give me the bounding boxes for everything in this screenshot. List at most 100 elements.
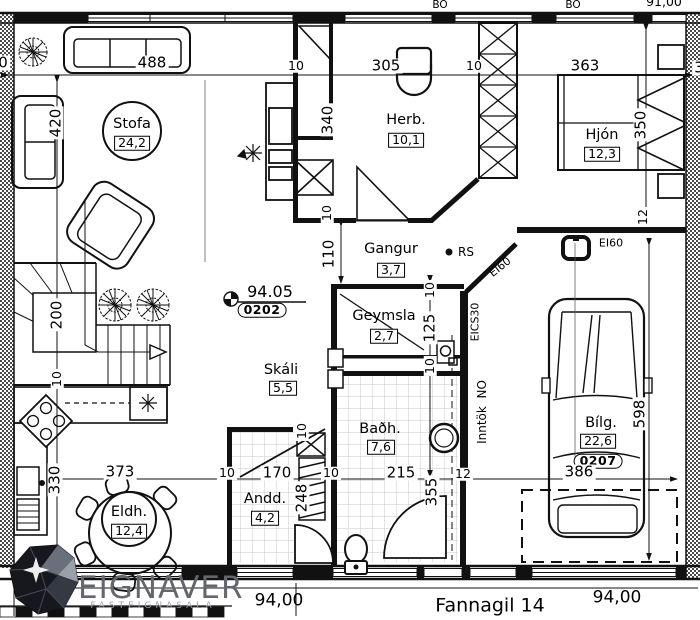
- room-area-stofa: 24,2: [114, 135, 150, 151]
- room-name-hjon: Hjón: [585, 126, 619, 143]
- mark-bo-1: BO: [432, 0, 448, 11]
- dim-10-1: 10: [286, 57, 306, 73]
- room-area-skali: 5,5: [269, 380, 297, 396]
- dim-10-7: 10: [293, 421, 309, 441]
- floor-elevation: 94.05: [247, 282, 293, 301]
- room-area-badh: 7,6: [367, 439, 395, 455]
- dining-table: [73, 474, 178, 593]
- unit-id-current: 0202: [237, 302, 287, 318]
- dim-305: 305: [369, 56, 403, 75]
- dim-200: 200: [47, 298, 66, 332]
- room-name-bilg: Bílg.: [585, 414, 617, 431]
- room-name-badh: Baðh.: [359, 420, 401, 437]
- nightstands: [657, 44, 685, 199]
- entry-door: [294, 524, 334, 564]
- agency-logo-gem: [9, 544, 79, 615]
- room-name-geymsla: Geymsla: [352, 307, 416, 324]
- room-name-andd: Andd.: [243, 490, 287, 507]
- dim-10-2: 10: [464, 57, 484, 73]
- armchair: [66, 180, 155, 270]
- dim-110: 110: [319, 237, 338, 271]
- doors: [239, 165, 447, 564]
- sofa-top: [63, 26, 191, 74]
- gem-sparkle: [23, 557, 49, 583]
- room-area-andd: 4,2: [251, 510, 279, 526]
- dim-170: 170: [260, 463, 294, 482]
- dim-10-3: 10: [48, 369, 64, 389]
- elevation-right: 94,00: [592, 587, 642, 608]
- dim-10-8: 10: [217, 464, 237, 480]
- mark-ei60-wall: EI60: [598, 236, 624, 250]
- chimney-column: [265, 82, 296, 201]
- elevation-top-right: 91,00: [646, 0, 682, 9]
- room-name-eldh: Eldh.: [110, 503, 148, 520]
- mark-eics30: EICS30: [468, 302, 482, 342]
- plant-icons: [18, 37, 170, 322]
- mark-bo-2: BO: [565, 0, 581, 11]
- ei60-door-icon: [561, 235, 591, 261]
- fireplace-marker: [236, 144, 262, 162]
- bottom-wall-solids: [14, 566, 686, 579]
- street-address: Fannagil 14: [435, 594, 545, 617]
- room-name-skali: Skáli: [263, 361, 299, 378]
- cooktop-star: [139, 394, 157, 412]
- dim-10-6: 10: [421, 356, 437, 376]
- toilet: [344, 534, 368, 575]
- dim-386: 386: [562, 462, 596, 481]
- room-area-eldh: 12,4: [111, 523, 147, 539]
- double-bed: [557, 74, 685, 172]
- elevation-left: 94,00: [254, 590, 304, 611]
- dim-373: 373: [103, 462, 137, 481]
- stove: [18, 393, 74, 449]
- room-area-gangur: 3,7: [377, 262, 405, 278]
- dim-10-5: 10: [421, 280, 437, 300]
- agency-tagline: FASTEIGNASALA: [90, 601, 216, 611]
- dim-215: 215: [384, 463, 418, 482]
- dim-350: 350: [631, 108, 650, 142]
- kitchen-sink: [16, 466, 45, 531]
- closet-column: [478, 22, 518, 179]
- exterior-walls: [0, 11, 700, 581]
- mark-inntok: Inntök NO: [475, 380, 489, 444]
- dim-420: 420: [46, 106, 65, 140]
- dim-10-4: 10: [318, 203, 334, 223]
- top-wall-solids: [14, 13, 652, 23]
- storage-shelf: [339, 293, 425, 351]
- dining-chairs: [73, 474, 178, 593]
- dim-355: 355: [422, 475, 441, 509]
- garage-door-dashed: [521, 489, 678, 563]
- washbasin: [428, 422, 460, 454]
- room-area-hjon: 12,3: [584, 146, 620, 162]
- level-marker: [223, 291, 306, 307]
- dim-330: 330: [45, 463, 64, 497]
- kitchen-counter: [13, 386, 168, 536]
- room-area-geymsla: 2,7: [370, 328, 398, 344]
- dim-cut-left: 0: [0, 55, 10, 71]
- room-name-herb: Herb.: [386, 111, 426, 128]
- dim-cut-right: 3: [692, 60, 700, 76]
- dim-340: 340: [318, 103, 337, 137]
- room-area-bilg: 22,6: [580, 433, 616, 449]
- dim-12-a: 12: [634, 207, 650, 227]
- dim-12-b: 12: [453, 465, 473, 481]
- dim-248: 248: [292, 481, 311, 515]
- herb-door: [356, 165, 411, 221]
- staircase: [13, 200, 171, 386]
- top-windows: [87, 14, 687, 22]
- andd-door-leaf: [239, 428, 326, 478]
- dim-598: 598: [630, 397, 649, 431]
- dim-488: 488: [135, 53, 169, 72]
- rs-marker-dot: [445, 248, 453, 256]
- diagonal-walls: [429, 177, 518, 294]
- agency-brand-name: EIGNAVER: [78, 570, 244, 606]
- dim-10-9: 10: [321, 464, 341, 480]
- stofa-closet: [294, 25, 334, 196]
- dim-363: 363: [568, 56, 602, 75]
- room-name-gangur: Gangur: [364, 240, 418, 257]
- room-name-stofa: Stofa: [113, 115, 151, 132]
- dim-125: 125: [420, 311, 439, 345]
- small-basin: [436, 340, 458, 366]
- mark-rs: RS: [458, 245, 474, 259]
